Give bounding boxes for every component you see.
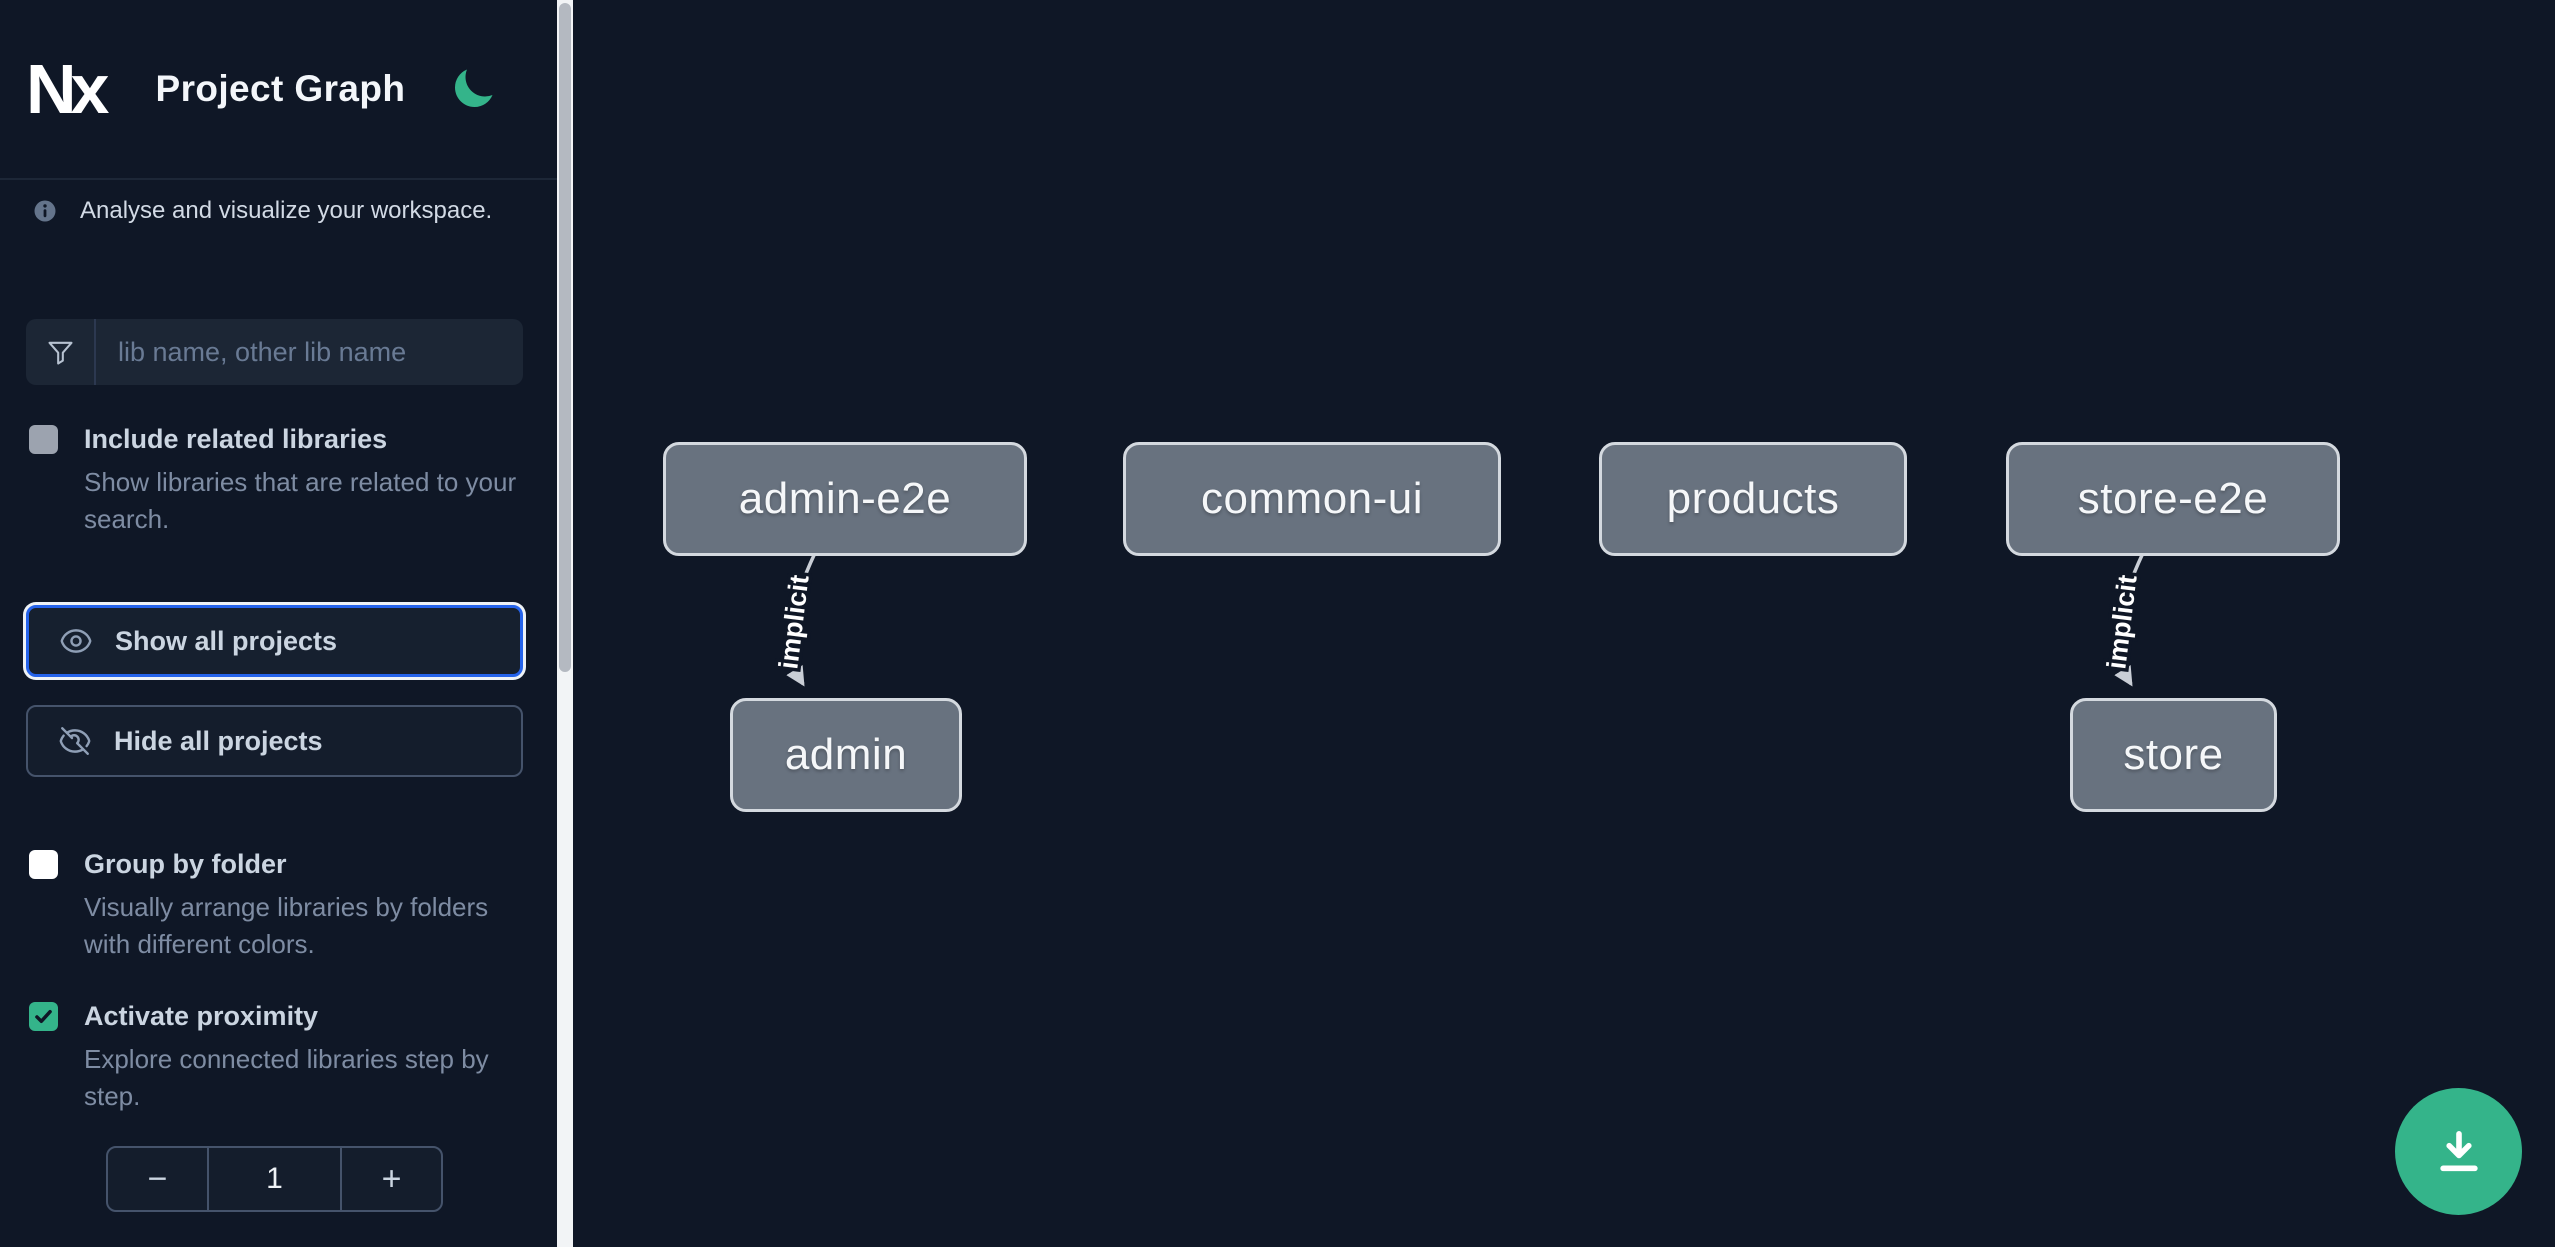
option-label: Group by folder (84, 849, 287, 879)
option-label: Activate proximity (84, 1001, 319, 1031)
theme-toggle-button[interactable] (449, 65, 497, 113)
tagline-text: Analyse and visualize your workspace. (80, 197, 493, 224)
nx-logo: Nx (26, 50, 110, 128)
graph-node-admin-e2e[interactable]: admin-e2e (663, 442, 1027, 556)
moon-icon (449, 65, 497, 113)
proximity-depth-stepper: − 1 + (106, 1146, 443, 1212)
activate-proximity-checkbox[interactable] (29, 1002, 58, 1031)
graph-node-admin[interactable]: admin (730, 698, 962, 812)
filter-icon (26, 319, 96, 385)
download-icon (2431, 1124, 2487, 1180)
option-activate-proximity: Activate proximity Explore connected lib… (29, 1001, 518, 1115)
button-label: Show all projects (115, 625, 338, 656)
check-icon (33, 1006, 54, 1027)
option-description: Explore connected libraries step by step… (84, 1044, 489, 1111)
option-group-by-folder: Group by folder Visually arrange librari… (29, 849, 518, 963)
proximity-increment-button[interactable]: + (342, 1148, 441, 1210)
proximity-depth-value: 1 (207, 1148, 342, 1210)
include-related-libraries-checkbox[interactable] (29, 425, 58, 454)
filter-input[interactable] (96, 319, 523, 385)
hide-all-projects-button[interactable]: Hide all projects (26, 705, 523, 777)
edge-label: implicit (773, 573, 814, 670)
sidebar-header: Nx Project Graph (0, 0, 557, 180)
eye-slash-icon (58, 724, 92, 758)
sidebar-scrollbar-thumb[interactable] (559, 3, 571, 672)
page-title: Project Graph (155, 68, 406, 109)
option-description: Show libraries that are related to your … (84, 467, 517, 534)
filter-box (26, 319, 523, 385)
option-label: Include related libraries (84, 424, 388, 454)
download-graph-button[interactable] (2395, 1088, 2522, 1215)
edge-admin-e2e-to-admin (786, 552, 817, 687)
info-icon (33, 199, 57, 223)
option-include-related-libraries: Include related libraries Show libraries… (29, 424, 518, 538)
graph-node-store[interactable]: store (2070, 698, 2277, 812)
show-all-projects-button[interactable]: Show all projects (26, 605, 523, 677)
edge-store-e2e-to-store (2114, 552, 2145, 687)
button-label: Hide all projects (114, 725, 323, 756)
eye-icon (59, 624, 93, 658)
option-description: Visually arrange libraries by folders wi… (84, 892, 489, 959)
edge-label: implicit (2101, 573, 2142, 670)
graph-node-products[interactable]: products (1599, 442, 1907, 556)
sidebar-scrollbar-track[interactable] (557, 0, 573, 1247)
group-by-folder-checkbox[interactable] (29, 850, 58, 879)
graph-node-common-ui[interactable]: common-ui (1123, 442, 1501, 556)
sidebar: Nx Project Graph Analyse and visualize y… (0, 0, 573, 1247)
workspace-info-row: Analyse and visualize your workspace. (33, 197, 492, 225)
proximity-decrement-button[interactable]: − (108, 1148, 207, 1210)
project-graph-canvas[interactable] (573, 0, 2555, 1247)
graph-node-store-e2e[interactable]: store-e2e (2006, 442, 2340, 556)
